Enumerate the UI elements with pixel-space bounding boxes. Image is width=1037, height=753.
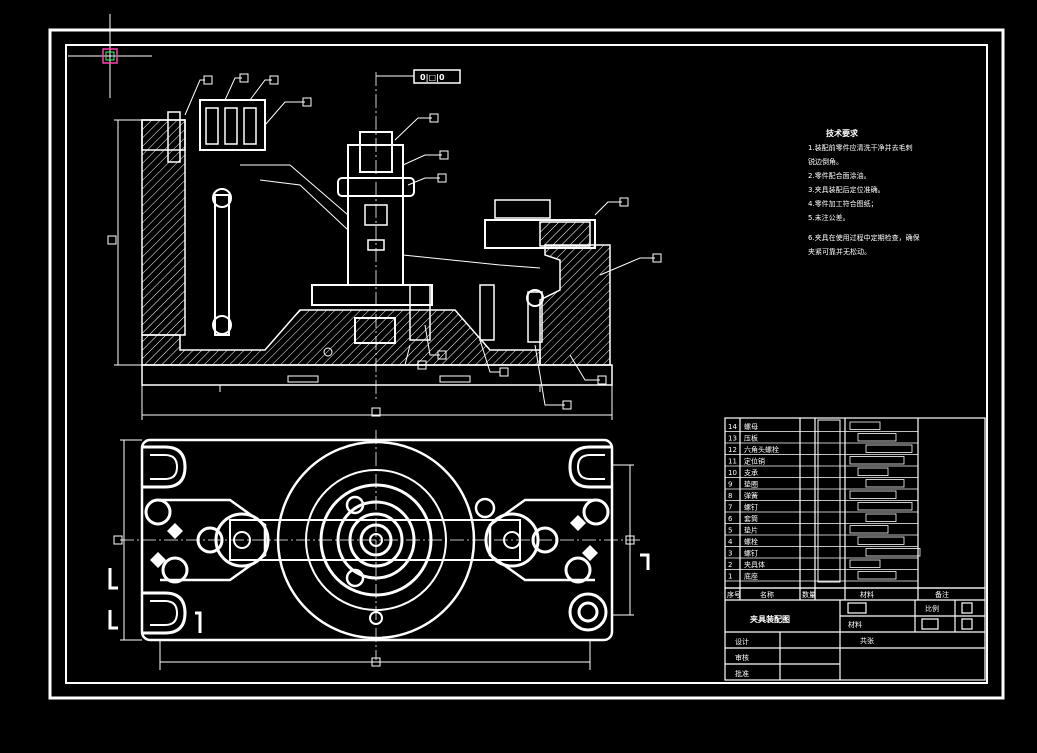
parts-row-name: 夹具体 (744, 560, 765, 569)
leader-lines (184, 77, 655, 406)
parts-row-number: 11 (728, 458, 737, 466)
scale-label: 比例 (925, 604, 939, 613)
parts-row-number: 8 (728, 492, 732, 500)
part-balloons (107, 73, 662, 417)
top-balloon-text: 0|□|0 (420, 73, 445, 82)
parts-row-number: 1 (728, 573, 732, 581)
parts-row-spec-box (865, 444, 913, 453)
parts-row-name: 螺钉 (744, 503, 758, 512)
drawing-name: 夹具装配图 (750, 614, 790, 624)
parts-row-spec-box (857, 502, 913, 511)
outer-frame (48, 28, 1005, 700)
parts-row-number: 2 (728, 561, 732, 569)
tech-req-line-1: 1.装配前零件应清洗干净并去毛刺 (808, 143, 913, 152)
checker-label: 审核 (735, 653, 749, 662)
parts-row-name: 螺钉 (744, 549, 758, 558)
inner-frame (65, 44, 988, 684)
dimension-lines (114, 119, 613, 420)
tech-req-line-4: 3.夹具装配后定位准确。 (808, 185, 885, 194)
parts-row-name: 螺母 (744, 422, 758, 431)
left-column (141, 119, 186, 336)
parts-row-spec-box (857, 467, 889, 476)
parts-row-spec-box (849, 456, 905, 465)
tech-req-line-3: 2.零件配合面涂油。 (808, 171, 871, 180)
parts-row-spec-box (865, 479, 905, 488)
tech-req-heading: 技术要求 (826, 128, 859, 138)
tech-req-line-2: 锐边倒角。 (808, 157, 843, 166)
parts-row-number: 10 (728, 469, 737, 477)
tech-req-line-8: 夹紧可靠并无松动。 (808, 247, 871, 256)
technical-requirements: 技术要求 1.装配前零件应清洗干净并去毛刺 锐边倒角。 2.零件配合面涂油。 3… (808, 128, 920, 256)
parts-row-number: 6 (728, 515, 733, 523)
parts-row-name: 垫片 (744, 526, 758, 535)
parts-header-cell: 备注 (935, 590, 949, 599)
parts-row-name: 垫圈 (744, 480, 758, 489)
parts-row-number: 5 (728, 527, 732, 535)
parts-row-name: 定位销 (744, 457, 765, 466)
parts-row-number: 7 (728, 504, 732, 512)
parts-row-number: 4 (728, 538, 733, 546)
parts-row-spec-box (849, 525, 889, 534)
parts-row-name: 螺栓 (744, 537, 758, 546)
parts-row-spec-box (849, 490, 897, 499)
sheet-label: 共张 (860, 636, 874, 645)
top-balloon-box (413, 69, 461, 84)
parts-row-spec-box (849, 559, 881, 568)
left-support-rod (214, 194, 230, 336)
parts-row-spec-box (865, 548, 921, 557)
approver-label: 批准 (735, 669, 749, 678)
tech-req-line-5: 4.零件加工符合图纸； (808, 199, 878, 208)
parts-row-spec-box (849, 421, 881, 430)
parts-row-name: 六角头螺栓 (744, 445, 779, 454)
parts-header-cell: 序号 (727, 590, 741, 599)
right-clamp-block (484, 219, 596, 249)
parts-row-spec-box (857, 433, 897, 442)
right-column (539, 244, 611, 366)
designer-label: 设计 (735, 637, 749, 646)
parts-row-number: 9 (728, 481, 732, 489)
tech-req-line-6: 5.未注公差。 (808, 213, 850, 222)
material-label: 材料 (848, 620, 862, 629)
crosshair-cursor-icon (68, 14, 152, 98)
parts-header-cell: 数量 (802, 590, 816, 599)
parts-row-number: 12 (728, 446, 737, 454)
front-section-view: 0|□|0 (107, 69, 662, 420)
title-block (724, 587, 986, 681)
parts-row-name: 弹簧 (744, 491, 758, 500)
parts-row-name: 支承 (744, 468, 758, 477)
parts-row-spec-box (857, 536, 905, 545)
parts-list-header: 序号 名称 数量 材料 备注 (727, 590, 949, 599)
parts-row-spec-box (865, 513, 897, 522)
plan-view (108, 430, 650, 670)
tech-req-line-7: 6.夹具在使用过程中定期检查，确保 (808, 233, 920, 242)
parts-row-number: 3 (728, 550, 732, 558)
base-bottom (141, 364, 613, 386)
parts-row-number: 13 (728, 435, 737, 443)
parts-header-cell: 名称 (760, 590, 774, 599)
parts-header-cell: 材料 (860, 590, 874, 599)
parts-row-name: 底座 (744, 572, 758, 581)
parts-row-spec-box (857, 571, 897, 580)
center-column (347, 144, 404, 286)
parts-row-name: 压板 (744, 434, 758, 443)
parts-row-number: 14 (728, 423, 737, 431)
parts-row-name: 套筒 (744, 514, 758, 523)
